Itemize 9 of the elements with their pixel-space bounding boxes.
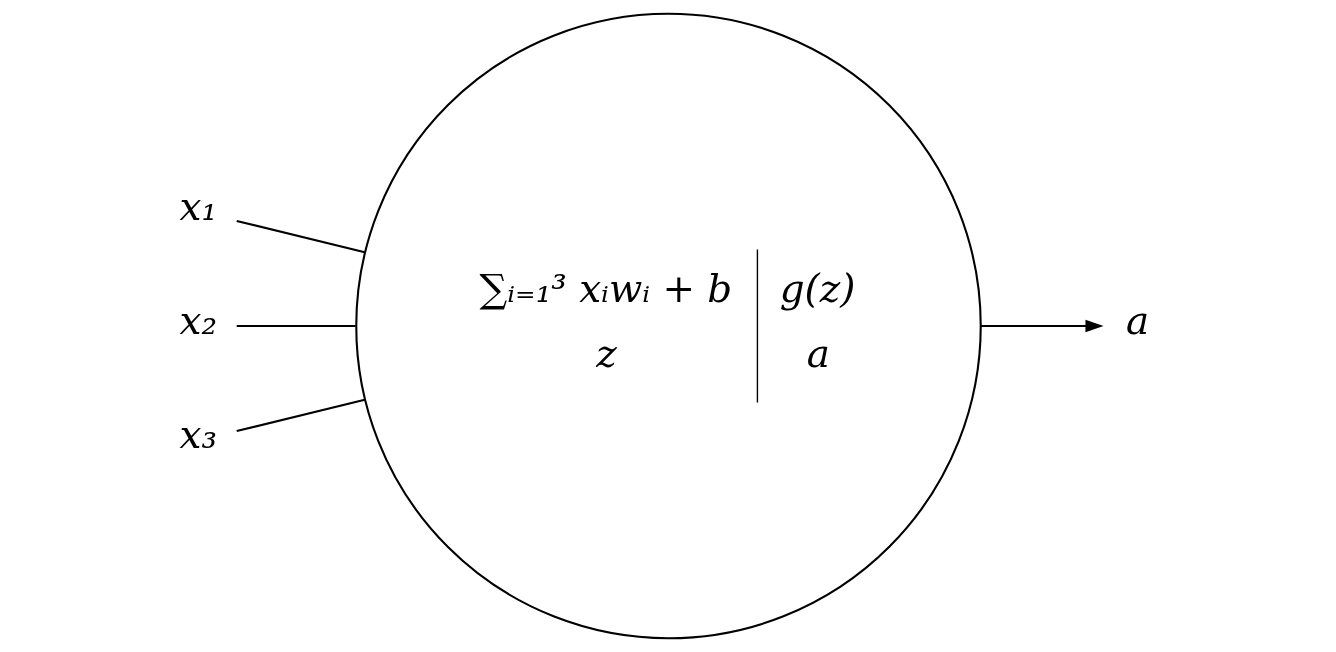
arrow [980,319,1104,333]
node-circle: ∑ᵢ₌₁³ xᵢwᵢ + b z g(z) a [354,12,982,640]
node-text: x₃ [179,412,217,458]
node-text: a [1125,298,1149,344]
connector [236,324,356,328]
node-text: x₁ [179,184,217,230]
node-text: x₂ [179,298,217,344]
connector [235,398,365,433]
connector [235,219,365,254]
